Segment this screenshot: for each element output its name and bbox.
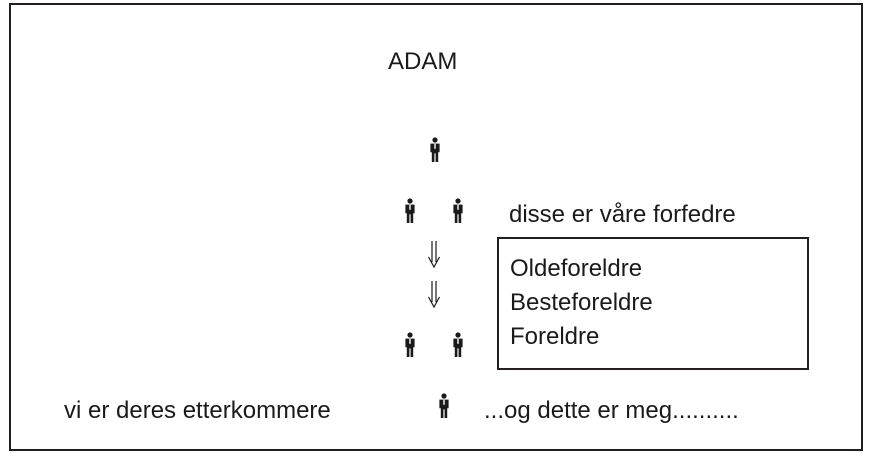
person-icon xyxy=(451,198,465,224)
person-icon xyxy=(403,332,417,358)
diagram-title: ADAM xyxy=(388,48,458,75)
double-arrow-down-icon xyxy=(427,240,441,268)
ancestors-label: disse er våre forfedre xyxy=(509,201,736,228)
self-label: ...og dette er meg.......... xyxy=(484,397,739,424)
person-icon xyxy=(437,393,451,419)
diagram-frame xyxy=(9,3,863,451)
generations-box: Oldeforeldre Besteforeldre Foreldre xyxy=(497,237,809,370)
generation-label-parents: Foreldre xyxy=(510,323,600,350)
person-icon xyxy=(428,137,442,163)
person-icon xyxy=(451,332,465,358)
descendants-label: vi er deres etterkommere xyxy=(64,397,331,424)
generation-label-grandparents: Besteforeldre xyxy=(510,289,653,316)
person-icon xyxy=(403,198,417,224)
generation-label-great-grandparents: Oldeforeldre xyxy=(510,255,643,282)
double-arrow-down-icon xyxy=(427,280,441,308)
